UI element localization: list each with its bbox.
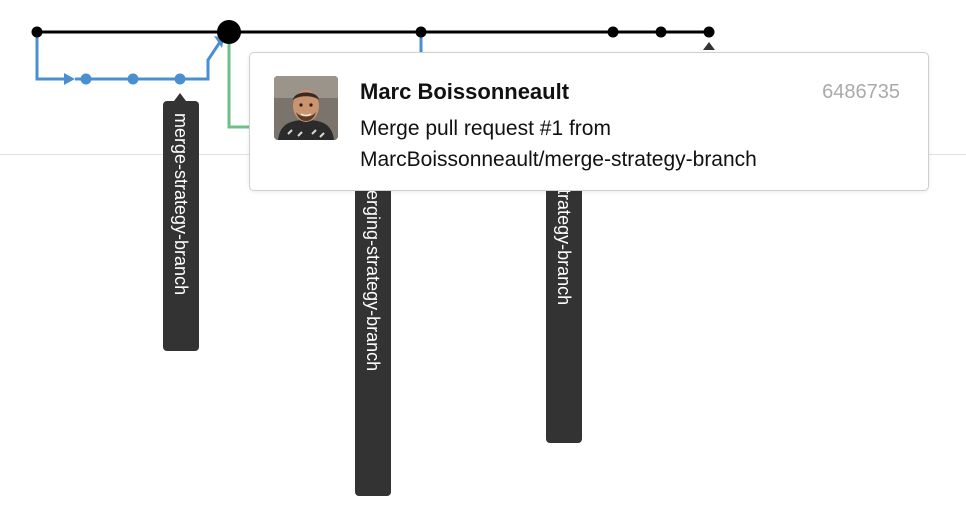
- commit-message-line: MarcBoissonneault/merge-strategy-branch: [360, 148, 757, 171]
- commit-dot[interactable]: [415, 26, 427, 38]
- green-branch-line: [227, 32, 250, 129]
- selected-commit-dot[interactable]: [217, 20, 241, 44]
- blue-branch-start-line: [35, 32, 70, 81]
- commit-sha[interactable]: 6486735: [822, 81, 900, 103]
- commit-dot[interactable]: [703, 26, 715, 38]
- commit-popover: Marc Boissonneault 6486735 Merge pull re…: [249, 52, 929, 191]
- commit-dot[interactable]: [607, 26, 619, 38]
- commit-dot[interactable]: [127, 73, 139, 85]
- branch-label-caret: [174, 93, 186, 101]
- commit-dot[interactable]: [80, 73, 92, 85]
- commit-dot[interactable]: [31, 26, 43, 38]
- commit-message-line: Merge pull request #1 from: [360, 117, 611, 140]
- branch-label-text: merge-strategy-branch: [171, 113, 191, 296]
- commit-author: Marc Boissonneault: [360, 79, 570, 104]
- commit-message: Merge pull request #1 from MarcBoissonne…: [360, 113, 900, 175]
- commit-dot[interactable]: [655, 26, 667, 38]
- blue-branch-line: [75, 41, 222, 81]
- user-avatar-icon[interactable]: [274, 76, 338, 140]
- branch-label-merge-strategy[interactable]: merge-strategy-branch: [163, 101, 199, 351]
- commit-dot[interactable]: [174, 73, 186, 85]
- blue-branch-arrow-icon: [64, 73, 75, 85]
- branch-label-squash-merging-strategy[interactable]: squash-merging-strategy-branch: [355, 111, 391, 496]
- branch-label-caret: [703, 42, 715, 50]
